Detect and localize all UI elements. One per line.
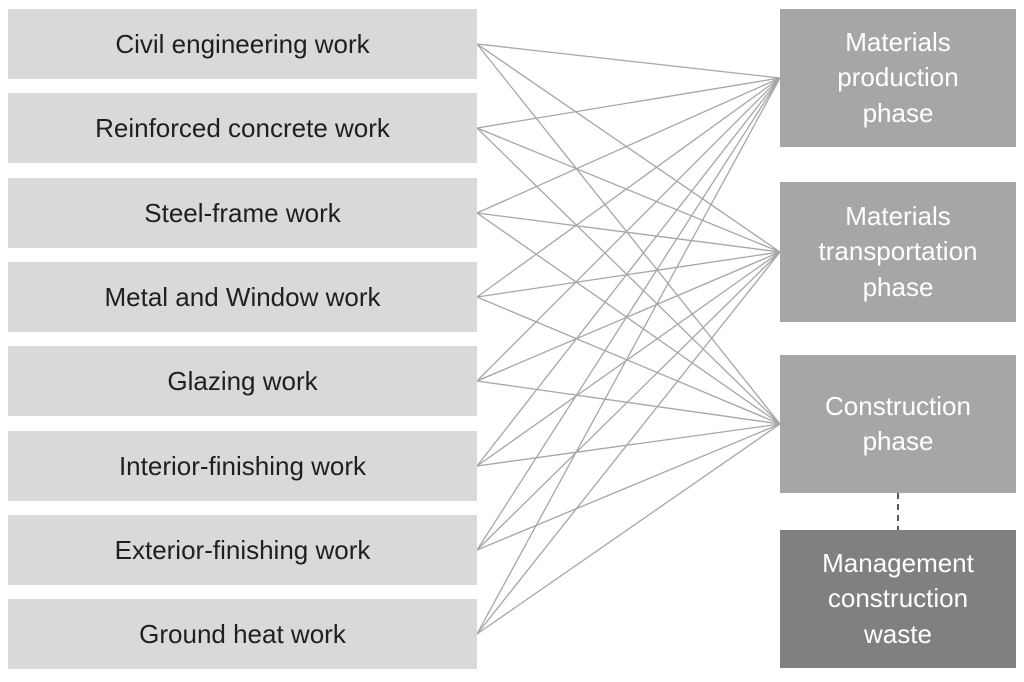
work-item-glazing: Glazing work — [8, 346, 477, 416]
phase-label: Management construction waste — [822, 548, 974, 649]
phase-construction: Construction phase — [780, 355, 1016, 493]
phase-management-construction-waste: Management construction waste — [780, 530, 1016, 668]
work-item-reinforced-concrete: Reinforced concrete work — [8, 93, 477, 163]
work-item-civil-engineering: Civil engineering work — [8, 9, 477, 79]
phase-label: Construction phase — [825, 390, 971, 456]
connection-line — [476, 296, 781, 425]
work-item-interior-finishing: Interior-finishing work — [8, 431, 477, 501]
connection-line — [476, 77, 781, 635]
work-item-label: Glazing work — [167, 365, 318, 396]
connection-line — [476, 251, 781, 551]
connection-line — [476, 251, 781, 382]
work-item-ground-heat: Ground heat work — [8, 599, 477, 669]
connection-line — [476, 127, 781, 425]
connection-line — [476, 77, 781, 298]
connection-line — [476, 423, 781, 635]
connection-line — [476, 77, 781, 214]
work-item-label: Steel-frame work — [144, 197, 341, 228]
work-item-label: Interior-finishing work — [118, 450, 367, 481]
work-item-label: Reinforced concrete work — [95, 112, 390, 143]
connection-line — [476, 77, 781, 382]
connection-line — [476, 251, 781, 467]
connection-line — [476, 380, 781, 425]
connection-line — [476, 127, 781, 253]
work-item-metal-and-window: Metal and Window work — [8, 262, 477, 332]
connection-line — [476, 77, 781, 551]
work-item-label: Ground heat work — [139, 618, 346, 649]
connection-line — [476, 77, 781, 129]
phase-materials-transportation: Materials transportation phase — [780, 182, 1016, 322]
work-item-steel-frame: Steel-frame work — [8, 178, 477, 248]
connection-line — [476, 212, 781, 425]
connection-line — [476, 423, 781, 551]
phase-label: Materials production phase — [837, 27, 959, 128]
connection-line — [476, 77, 781, 467]
connection-line — [476, 423, 781, 467]
connection-line — [476, 251, 781, 298]
work-item-label: Civil engineering work — [115, 28, 370, 59]
connection-line — [476, 251, 781, 635]
connection-line — [476, 43, 781, 79]
phase-materials-production: Materials production phase — [780, 9, 1016, 147]
connection-line — [476, 212, 781, 253]
connection-line — [476, 43, 781, 253]
work-item-label: Exterior-finishing work — [114, 534, 371, 565]
work-item-exterior-finishing: Exterior-finishing work — [8, 515, 477, 585]
connection-line — [476, 43, 781, 425]
phase-label: Materials transportation phase — [818, 201, 978, 302]
work-item-label: Metal and Window work — [104, 281, 381, 312]
